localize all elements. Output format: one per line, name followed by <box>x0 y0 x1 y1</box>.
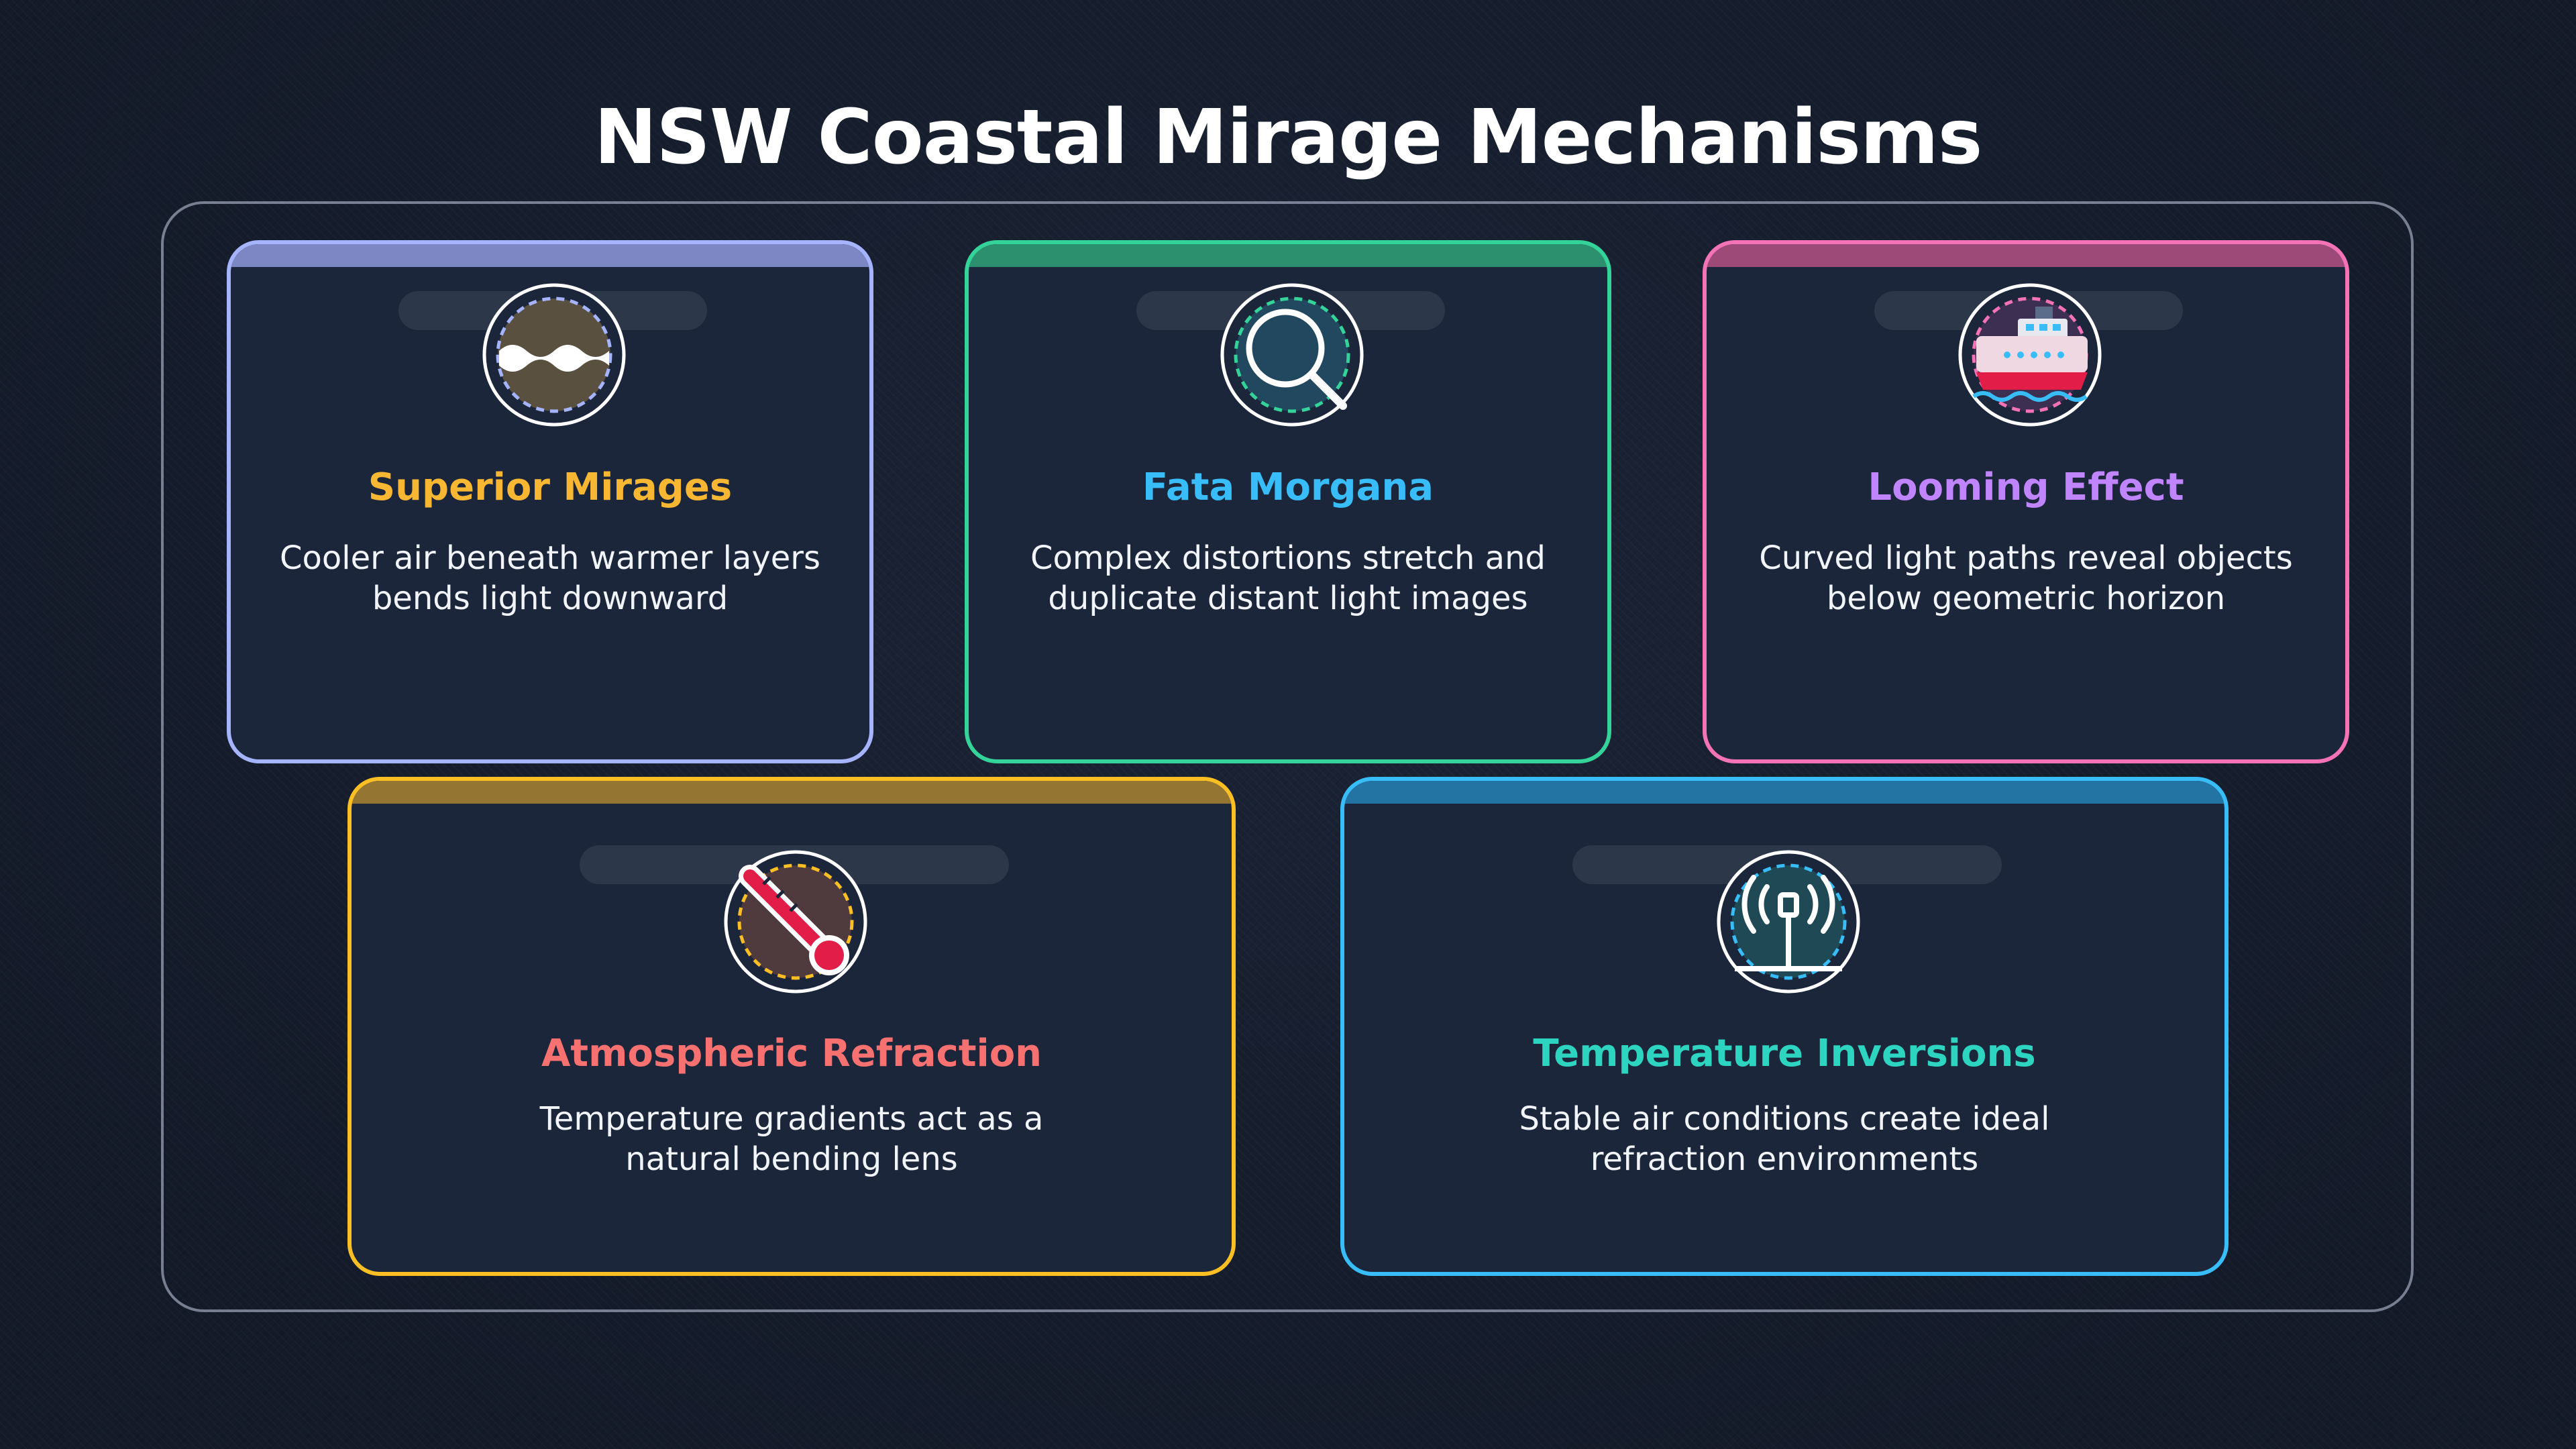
card-looming-effect: Looming Effect Curved light paths reveal… <box>1703 240 2349 763</box>
card-top-bar <box>969 244 1607 267</box>
card-title: Fata Morgana <box>1142 466 1434 509</box>
card-temperature-inversions: Temperature Inversions Stable air condit… <box>1340 777 2229 1276</box>
card-title: Temperature Inversions <box>1533 1032 2036 1075</box>
diagram-frame <box>161 201 2414 1312</box>
antenna-icon <box>1717 850 1860 994</box>
card-top-bar <box>1707 244 2345 267</box>
card-title: Superior Mirages <box>368 466 733 509</box>
card-fata-morgana: Fata Morgana Complex distortions stretch… <box>965 240 1611 763</box>
card-title: Looming Effect <box>1868 466 2184 509</box>
card-description: Complex distortions stretch and duplicat… <box>1030 539 1546 617</box>
thermometer-icon <box>724 850 867 994</box>
ship-icon <box>1958 283 2102 427</box>
magnifier-icon <box>1220 283 1364 427</box>
card-superior-mirages: Superior Mirages Cooler air beneath warm… <box>227 240 873 763</box>
card-atmospheric-refraction: Atmospheric Refraction Temperature gradi… <box>347 777 1236 1276</box>
card-top-bar <box>231 244 869 267</box>
card-top-bar <box>1344 781 2224 804</box>
page-title: NSW Coastal Mirage Mechanisms <box>594 94 1983 181</box>
card-description: Curved light paths reveal objects below … <box>1759 539 2293 617</box>
card-description: Temperature gradients act as a natural b… <box>539 1100 1044 1178</box>
card-top-bar <box>352 781 1232 804</box>
card-description: Cooler air beneath warmer layers bends l… <box>280 539 820 617</box>
waves-icon <box>482 283 626 427</box>
card-description: Stable air conditions create ideal refra… <box>1519 1100 2050 1178</box>
card-title: Atmospheric Refraction <box>541 1032 1042 1075</box>
